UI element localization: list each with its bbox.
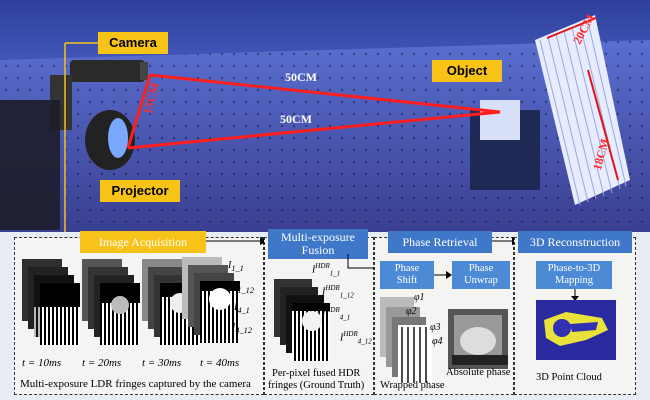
recon-title: 3D Reconstruction xyxy=(518,231,632,253)
hdr-index-4-1: IHDR4_1 xyxy=(322,306,351,322)
projector-label: Projector xyxy=(100,180,180,202)
ldr-index-1-12: I1_12 xyxy=(234,282,254,295)
point-cloud-render xyxy=(536,300,616,360)
ldr-index-4-1: I4_1 xyxy=(234,302,250,315)
point-cloud-caption: 3D Point Cloud xyxy=(536,372,602,383)
phi-1: φ1 xyxy=(414,292,425,303)
phi-2: φ2 xyxy=(406,306,417,317)
hdr-index-1-12: IHDR1_12 xyxy=(322,284,354,300)
absolute-phase-caption: Absolute phase xyxy=(446,367,511,378)
hdr-index-1-1: IHDR1_1 xyxy=(312,262,341,278)
stack-40ms xyxy=(182,257,240,343)
arrow-shift-to-unwrap xyxy=(434,271,452,279)
wrapped-phase-caption: Wrapped phase xyxy=(380,380,445,391)
arrow-mapping-down xyxy=(571,289,579,301)
ldr-index-1-1: I1_1 xyxy=(228,260,244,273)
dist-top-label: 50CM xyxy=(285,70,317,84)
stack-20ms xyxy=(82,259,140,345)
hdr-index-4-12: IHDR4_12 xyxy=(340,330,372,346)
ldr-fringe-stacks xyxy=(22,257,240,345)
setup-photo: Camera Projector Object 50CM 50CM 15CM 2… xyxy=(0,0,650,232)
camera-label: Camera xyxy=(98,32,168,54)
phi-3: φ3 xyxy=(430,322,441,333)
phase-unwrap-box: Phase Unwrap xyxy=(452,261,510,289)
fusion-title: Multi-exposure Fusion xyxy=(268,229,368,259)
phi-4: φ4 xyxy=(432,336,443,347)
fusion-caption-1: Per-pixel fused HDR xyxy=(272,368,361,379)
acquisition-caption: Multi-exposure LDR fringes captured by t… xyxy=(20,378,251,390)
fusion-caption-2: fringes (Ground Truth) xyxy=(268,380,365,391)
dist-mid-label: 50CM xyxy=(280,112,312,126)
phase-maps xyxy=(380,297,508,385)
ldr-index-4-12: I4_12 xyxy=(232,322,252,335)
time-label-20: t = 20ms xyxy=(82,357,122,369)
arrow-acq-to-fusion xyxy=(206,237,268,245)
hdr-fringe-stacks xyxy=(274,279,330,361)
phase-title: Phase Retrieval xyxy=(388,231,492,253)
acquisition-title: Image Acquisition xyxy=(80,231,206,253)
phase-shift-box: Phase Shift xyxy=(380,261,434,289)
phase-to-3d-box: Phase-to-3D Mapping xyxy=(536,261,612,289)
time-label-40: t = 40ms xyxy=(200,357,240,369)
time-label-30: t = 30ms xyxy=(142,357,182,369)
object-label: Object xyxy=(432,60,502,82)
time-label-10: t = 10ms xyxy=(22,357,62,369)
stack-10ms xyxy=(22,259,80,345)
